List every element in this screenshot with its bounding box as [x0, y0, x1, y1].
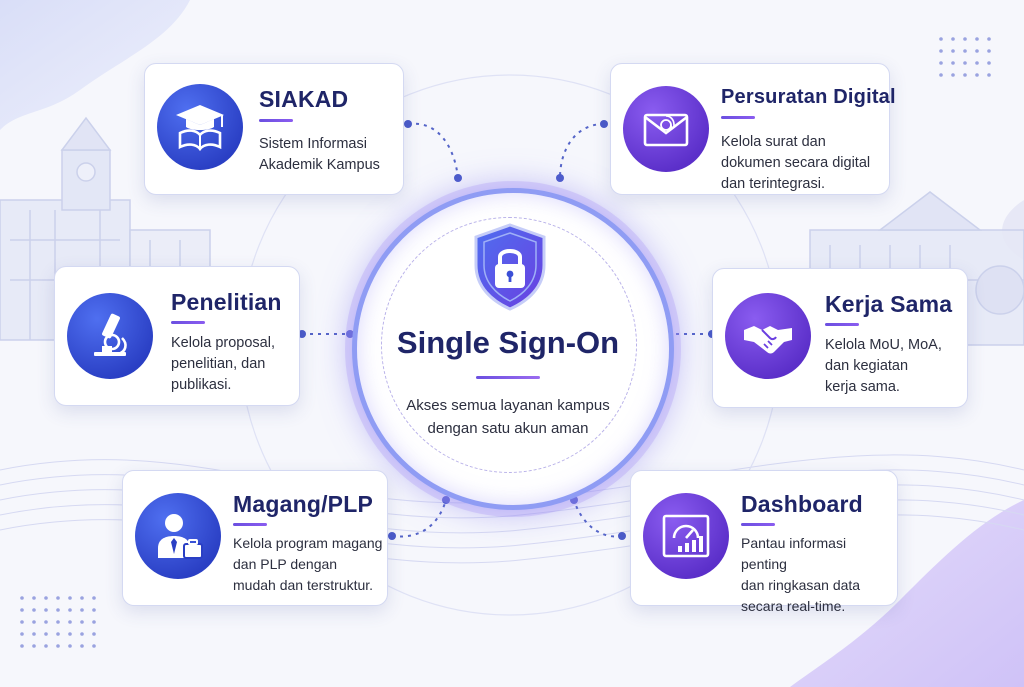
dashboard-title: Dashboard [741, 491, 863, 517]
dashboard-description: Pantau informasi penting dan ringkasan d… [741, 535, 861, 614]
card-dashboard[interactable]: Dashboard Pantau informasi penting dan r… [630, 470, 898, 614]
persuratan-description: Kelola surat dan dokumen secara digital … [721, 134, 871, 192]
kerjasama-icon-badge [725, 293, 811, 379]
dot-grid-top-right [939, 37, 991, 77]
gauge-chart-icon [662, 514, 710, 558]
magang-description: Kelola program magang dan PLP dengan mud… [233, 535, 383, 593]
dashboard-icon-badge [643, 493, 729, 579]
kerjasama-title: Kerja Sama [825, 291, 953, 317]
siakad-icon-badge [157, 84, 243, 170]
graduation-cap-book-icon [176, 105, 224, 152]
penelitian-accent-rule [171, 321, 205, 324]
card-penelitian[interactable]: Penelitian Kelola proposal, penelitian, … [54, 266, 300, 406]
card-magang-plp[interactable]: Magang/PLP Kelola program magang dan PLP… [122, 470, 388, 606]
hub-accent-rule [476, 376, 540, 379]
kerjasama-accent-rule [825, 323, 859, 326]
siakad-title: SIAKAD [259, 86, 349, 112]
persuratan-title: Persuratan Digital [721, 86, 896, 108]
magang-title: Magang/PLP [233, 491, 374, 517]
card-siakad[interactable]: SIAKAD Sistem Informasi Akademik Kampus [144, 63, 404, 195]
corner-blob-bottom-right [790, 500, 1024, 687]
corner-blob-top-left [0, 0, 190, 130]
envelope-at-icon [643, 113, 689, 147]
microscope-icon [94, 313, 127, 356]
penelitian-icon-badge [67, 293, 153, 379]
shield-lock-icon [474, 223, 546, 311]
hub-inner-dashed-ring [381, 217, 637, 473]
magang-accent-rule [233, 523, 267, 526]
person-briefcase-icon [158, 514, 203, 559]
handshake-icon [744, 326, 792, 354]
card-persuratan-digital[interactable]: Persuratan Digital Kelola surat dan doku… [610, 63, 896, 195]
magang-icon-badge [135, 493, 221, 579]
card-kerja-sama[interactable]: Kerja Sama Kelola MoU, MoA, dan kegiatan… [712, 268, 968, 408]
siakad-accent-rule [259, 119, 293, 122]
kerjasama-description: Kelola MoU, MoA, dan kegiatan kerja sama… [825, 337, 942, 395]
hub-description: Akses semua layanan kampus dengan satu a… [406, 397, 610, 437]
siakad-description: Sistem Informasi Akademik Kampus [259, 136, 380, 173]
hub-title: Single Sign-On [396, 325, 620, 360]
penelitian-title: Penelitian [171, 289, 282, 315]
persuratan-accent-rule [721, 116, 755, 119]
dot-grid-bottom-left [20, 596, 96, 648]
connector-lines [302, 122, 712, 538]
penelitian-description: Kelola proposal, penelitian, dan publika… [171, 335, 275, 393]
persuratan-icon-badge [623, 86, 709, 172]
dashboard-accent-rule [741, 523, 775, 526]
